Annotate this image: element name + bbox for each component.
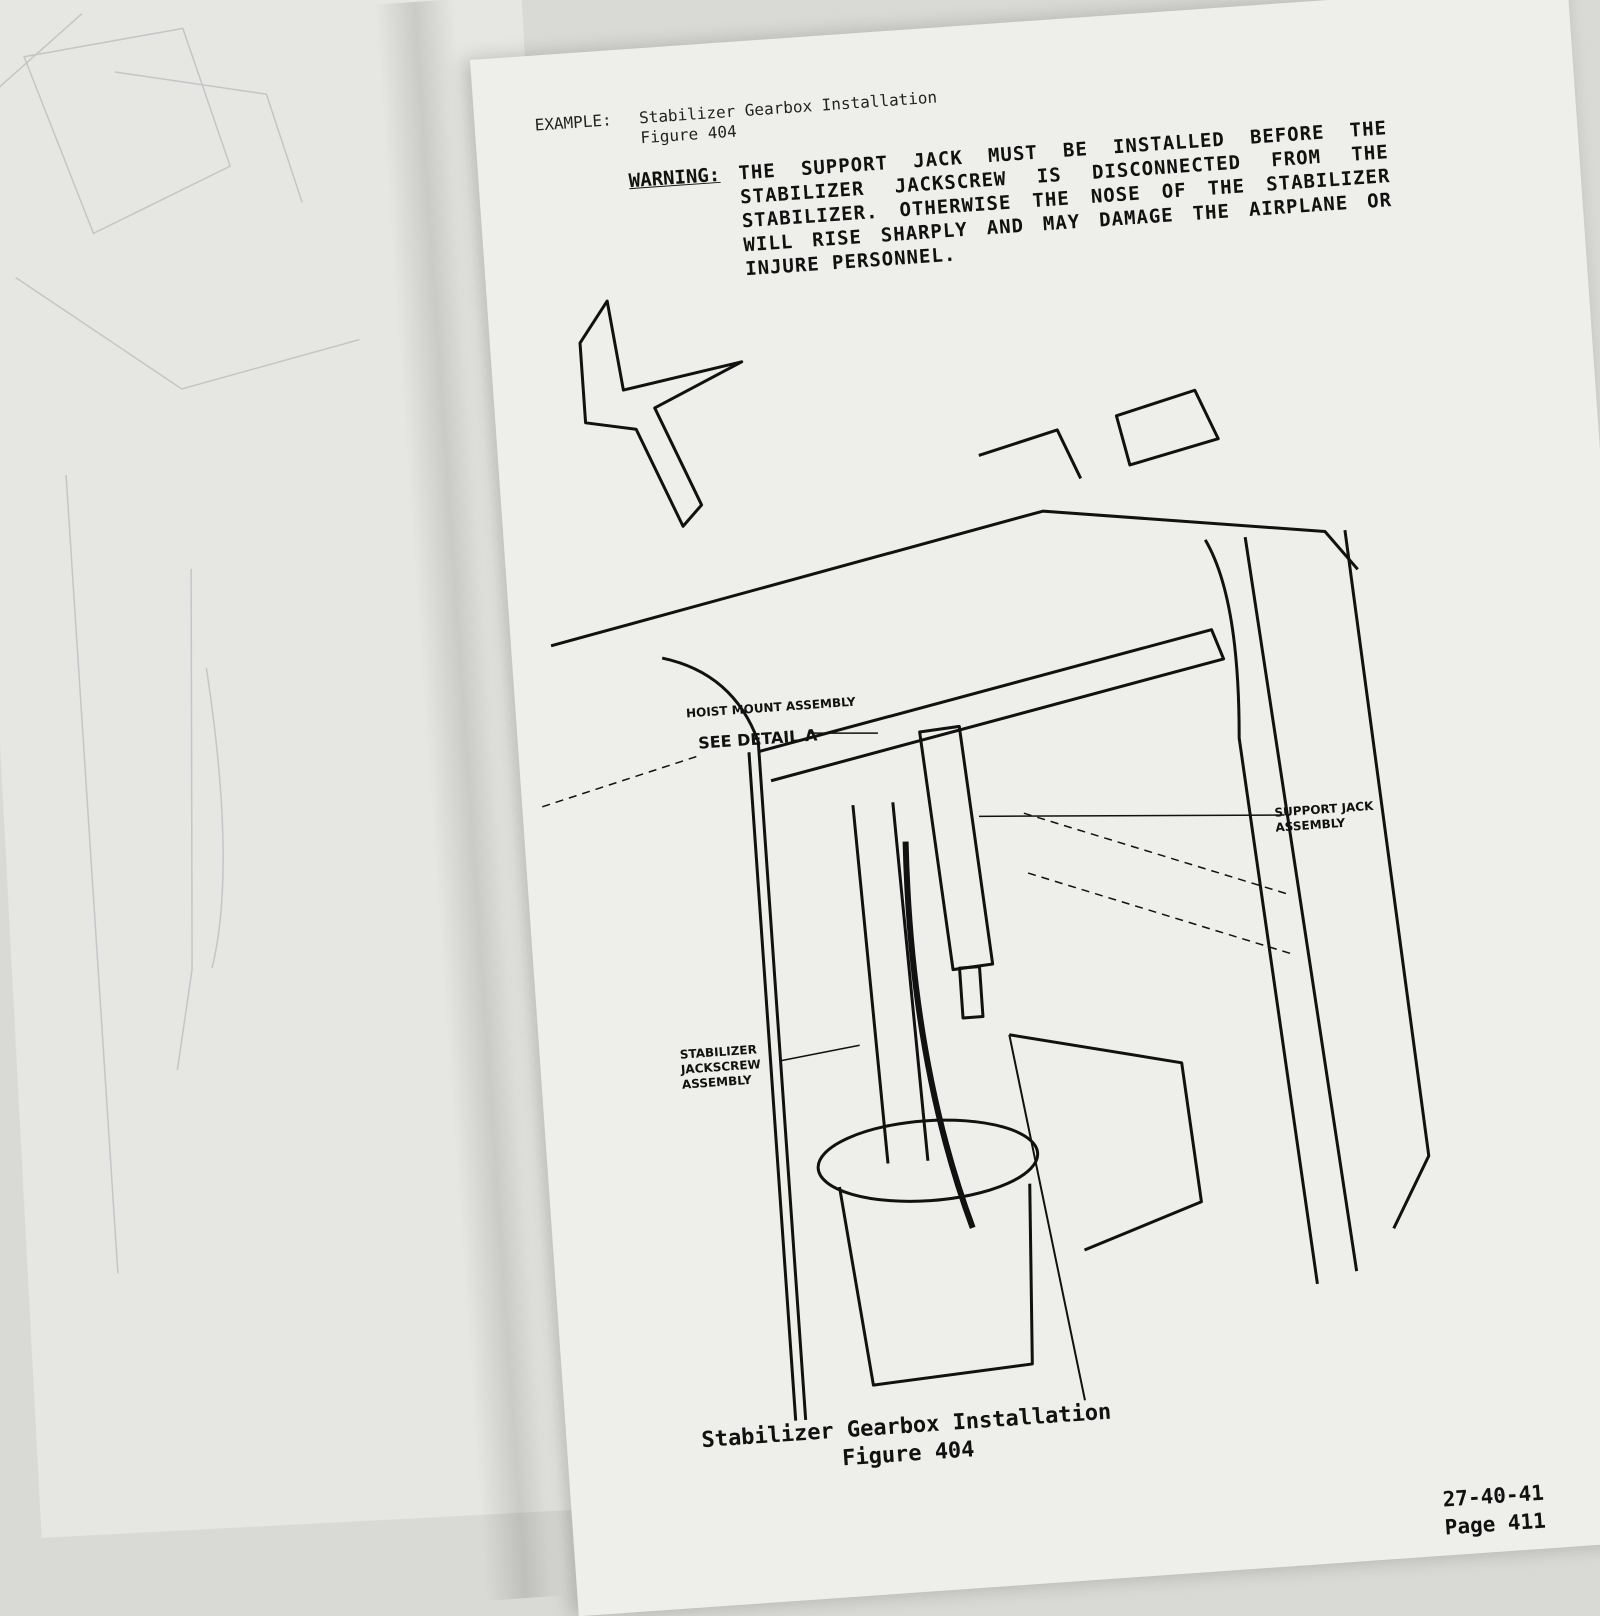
frame-left-post	[661, 656, 809, 1437]
leader-see-detail	[807, 732, 878, 734]
page-footer: 27-40-41 Page 411	[1442, 1479, 1547, 1542]
gearbox-base	[816, 1118, 1040, 1203]
gearbox-body	[838, 1183, 1034, 1387]
upper-bracket	[1114, 388, 1220, 467]
right-post-2	[1243, 536, 1359, 1272]
example-label: EXAMPLE:	[534, 110, 613, 135]
gearbox-installation-drawing	[542, 299, 1431, 1437]
warning-label: WARNING:	[628, 163, 721, 193]
tail-silhouette	[578, 299, 744, 528]
callout-jackscrew: STABILIZER JACKSCREW ASSEMBLY	[679, 1042, 762, 1092]
frame-top-left	[550, 509, 1359, 648]
right-post	[1203, 539, 1319, 1285]
lower-box	[1009, 1033, 1203, 1252]
leader-jackscrew	[780, 1044, 860, 1062]
jackscrew-column	[851, 802, 930, 1164]
example-heading: EXAMPLE: Stabilizer Gearbox Installation…	[534, 88, 939, 156]
leader-support-jack	[978, 814, 1285, 818]
chain	[902, 841, 976, 1229]
support-jack-body	[918, 724, 995, 972]
faded-diagram	[0, 13, 360, 1274]
frame-inner-post	[747, 752, 799, 1437]
cable	[1008, 1034, 1086, 1401]
far-right-frame	[1343, 529, 1431, 1230]
upper-bracket-2	[978, 428, 1083, 480]
support-jack-thread	[958, 965, 985, 1020]
manual-page: EXAMPLE: Stabilizer Gearbox Installation…	[470, 0, 1600, 1616]
facing-page	[0, 0, 601, 1538]
page-number: Page 411	[1443, 1508, 1547, 1540]
cross-beam	[758, 628, 1226, 783]
example-title: Stabilizer Gearbox Installation	[638, 87, 938, 128]
